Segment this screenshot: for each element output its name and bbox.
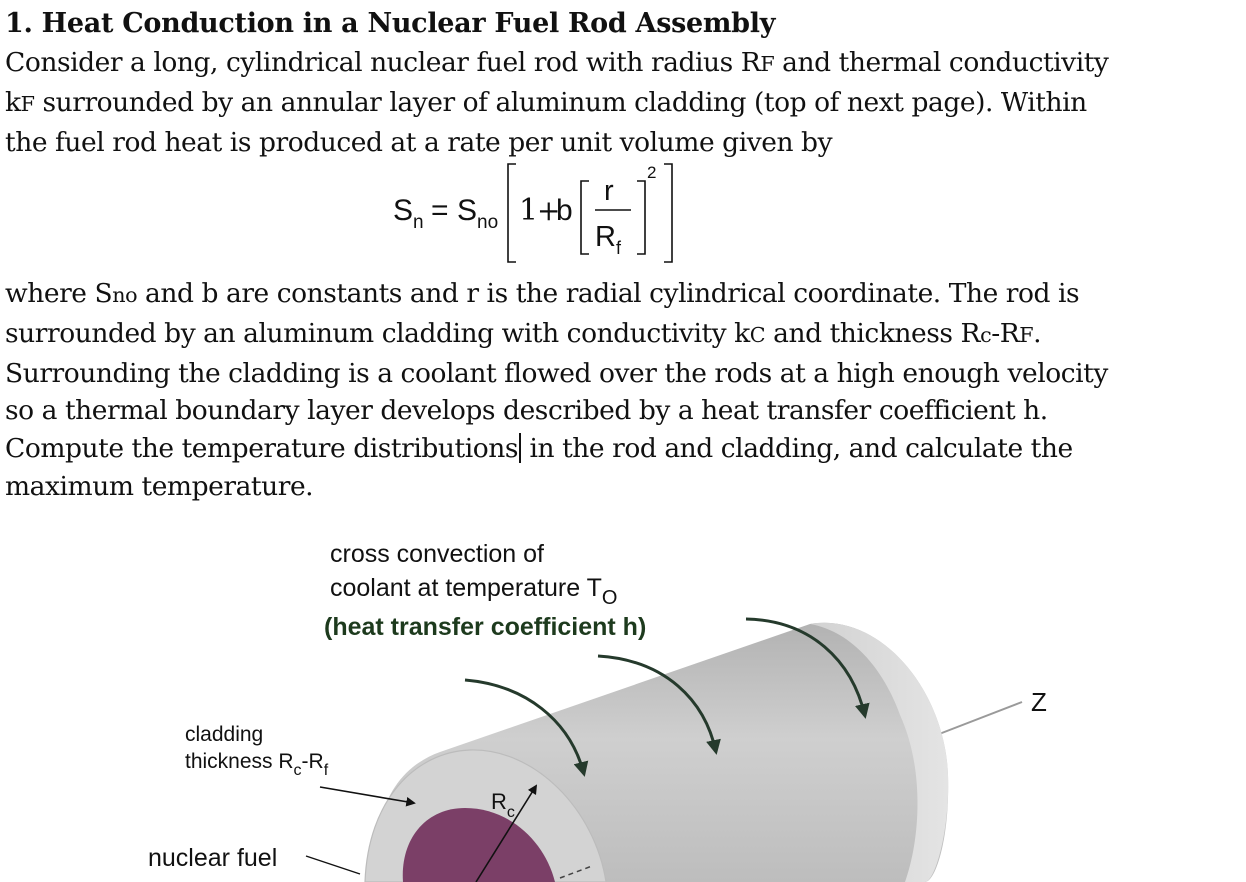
desc-line-2: surrounded by an aluminum cladding with … <box>5 317 1042 349</box>
cladding-label-line-2: thickness Rc-Rf <box>185 750 329 779</box>
paragraph-intro: Consider a long, cylindrical nuclear fue… <box>5 44 1109 161</box>
fuel-pointer-line <box>305 855 361 875</box>
svg-text:Sno: Sno <box>457 194 498 233</box>
eq-b: b <box>556 194 573 227</box>
eq-lhs: S <box>393 194 413 227</box>
coolant-arrow-2 <box>597 654 721 755</box>
cylinder-end-cap <box>810 622 949 882</box>
eq-plus: + <box>537 194 560 227</box>
text-cursor <box>519 433 521 464</box>
desc-line-1: where Sno and b are constants and r is t… <box>5 278 1080 309</box>
desc-line-5: Compute the temperature distributions in… <box>5 433 1073 465</box>
coolant-label-line-2: coolant at temperature TO <box>330 574 617 609</box>
eq-outer-right-bracket <box>664 163 673 263</box>
eq-numerator: r <box>604 175 614 207</box>
rc-label: Rc <box>491 789 515 821</box>
eq-denominator: R <box>595 221 616 253</box>
rc-radius-arrow <box>475 784 538 882</box>
hidden-axis-dash <box>559 865 593 879</box>
fuel-rod-figure: Rc cross convection of coolant at temper… <box>148 540 1047 882</box>
eq-equals: = <box>431 194 449 227</box>
eq-outer-left-bracket <box>507 163 516 263</box>
intro-line-1: Consider a long, cylindrical nuclear fue… <box>5 47 1109 78</box>
svg-text:Sn: Sn <box>393 194 424 233</box>
coolant-label-line-1: cross convection of <box>330 540 544 568</box>
eq-exponent: 2 <box>647 163 656 182</box>
eq-inner-right-bracket <box>637 180 646 255</box>
eq-s0: S <box>457 194 477 227</box>
eq-one: 1 <box>519 193 538 228</box>
z-axis-label: Z <box>1031 687 1047 717</box>
cladding-pointer-arrow <box>319 786 416 807</box>
heading: 1. Heat Conduction in a Nuclear Fuel Rod… <box>5 8 776 39</box>
paragraph-description: where Sno and b are constants and r is t… <box>5 275 1108 506</box>
desc-line-4: so a thermal boundary layer develops des… <box>5 395 1048 427</box>
intro-line-2: kF surrounded by an annular layer of alu… <box>5 86 1087 118</box>
coolant-arrow-1 <box>464 678 589 777</box>
desc-line-6: maximum temperature. <box>5 470 314 502</box>
intro-line-3: the fuel rod heat is produced at a rate … <box>5 126 833 158</box>
eq-inner-left-bracket <box>580 180 589 255</box>
htc-label: (heat transfer coefficient h) <box>324 613 646 641</box>
fuel-core <box>402 808 555 882</box>
desc-line-3: Surrounding the cladding is a coolant fl… <box>5 357 1108 389</box>
cladding-label-line-1: cladding <box>185 723 263 746</box>
fuel-label: nuclear fuel <box>148 844 277 872</box>
svg-text:Rf: Rf <box>595 221 622 258</box>
z-axis-line <box>933 701 1023 737</box>
coolant-arrow-3 <box>745 617 870 719</box>
source-equation: Sn = Sno 1 + b r Rf 2 <box>393 163 673 263</box>
